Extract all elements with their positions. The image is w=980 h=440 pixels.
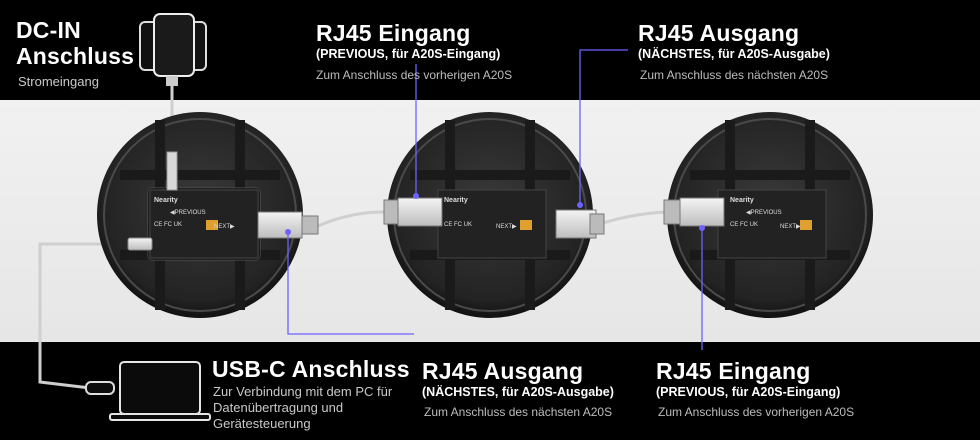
dc-in-title-line1: DC-IN [16,17,81,43]
callout-dots [285,193,705,235]
speaker-2 [383,112,605,318]
speaker-3 [663,112,873,318]
dc-in-description: Stromeingang [18,74,99,89]
rj45-in-top-description: Zum Anschluss des vorherigen A20S [316,68,513,82]
rj45-out-top-description: Zum Anschluss des nächsten A20S [640,68,829,82]
rj45-out-bottom-description: Zum Anschluss des nächsten A20S [424,405,613,419]
next-label-1: NEXT▶ [214,224,235,230]
usb-c-desc-line1: Zur Verbindung mit dem PC für [213,384,393,399]
previous-label-1: ◀PREVIOUS [170,210,206,216]
cert-label-2: CE FC UK [444,222,472,228]
rj45-out-top-subtitle: (NÄCHSTES, für A20S-Ausgabe) [638,47,830,61]
next-label-2: NEXT▶ [496,224,517,230]
usb-c-title: USB-C Anschluss [212,356,410,382]
rj45-in-bottom-title: RJ45 Eingang [656,358,811,384]
device-labels: Nearity ◀PREVIOUS CE FC UK NEXT▶ Nearity… [154,197,801,230]
power-adapter-icon [139,13,207,86]
cert-label-1: CE FC UK [154,222,182,228]
usb-c-desc-line2: Datenübertragung und [213,400,344,415]
rj45-in-top-subtitle: (PREVIOUS, für A20S-Eingang) [316,47,501,61]
rj45-in-bottom-description: Zum Anschluss des vorherigen A20S [658,405,855,419]
rj45-out-bottom-title: RJ45 Ausgang [422,358,584,384]
laptop-icon [85,361,211,421]
callout-line-rj45-out-bottom [287,232,414,335]
brand-label-3: Nearity [730,197,754,204]
cert-label-3: CE FC UK [730,222,758,228]
next-label-3: NEXT▶ [780,224,801,230]
usb-c-desc-line3: Gerätesteuerung [213,416,311,431]
previous-label-3: ◀PREVIOUS [746,210,782,216]
rj45-in-top-title: RJ45 Eingang [316,20,471,46]
rj45-cable-1 [317,210,385,228]
brand-label-1: Nearity [154,197,178,204]
rj45-cable-2 [599,210,667,226]
speaker-1 [97,112,319,318]
rj45-out-top-title: RJ45 Ausgang [638,20,800,46]
dc-in-title-line2: Anschluss [16,43,135,69]
callout-lines [287,49,703,350]
callout-line-rj45-out-top [579,49,628,205]
rj45-in-bottom-subtitle: (PREVIOUS, für A20S-Eingang) [656,385,841,399]
usb-cable [38,242,150,390]
brand-label-2: Nearity [444,197,468,204]
rj45-out-bottom-subtitle: (NÄCHSTES, für A20S-Ausgabe) [422,385,614,399]
